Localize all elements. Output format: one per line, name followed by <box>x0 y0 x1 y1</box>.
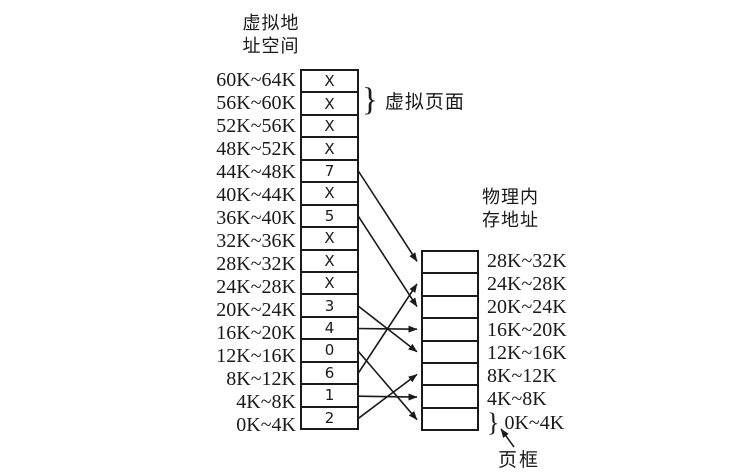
physical-range-label: 24K~28K <box>487 273 567 295</box>
physical-range-row: 8K~12K <box>487 365 607 388</box>
physical-frame-cell <box>423 342 477 364</box>
virtual-range-label: 52K~56K <box>216 115 296 137</box>
virtual-page-annotation: } 虚拟页面 <box>362 82 465 118</box>
physical-range-label: 20K~24K <box>487 296 567 318</box>
virtual-page-cell: X <box>302 251 357 273</box>
virtual-page-cell: X <box>302 183 357 206</box>
page-frame-brace: } <box>487 408 500 437</box>
mapping-arrow-frame-3 <box>357 305 418 353</box>
virtual-range-label: 60K~64K <box>216 69 296 91</box>
virtual-page-cell: X <box>302 116 357 139</box>
virtual-page-cell: 2 <box>324 408 335 427</box>
mapping-arrow-frame-2 <box>357 373 418 420</box>
physical-range-row: }0K~4K <box>487 408 607 437</box>
virtual-title-line1: 虚拟地 <box>242 13 300 33</box>
mapping-arrow-frame-0 <box>357 350 418 421</box>
virtual-range-label: 16K~20K <box>216 322 296 344</box>
physical-title-line1: 物理内 <box>482 187 539 207</box>
virtual-page-cell: 6 <box>302 363 357 386</box>
physical-range-row: 20K~24K <box>487 296 607 319</box>
physical-memory-title: 物理内 存地址 <box>482 186 552 232</box>
virtual-range-label: 48K~52K <box>216 138 296 160</box>
physical-frame-table <box>421 250 479 431</box>
virtual-range-label: 20K~24K <box>216 299 296 321</box>
physical-range-label: 12K~16K <box>487 342 567 364</box>
physical-frame-cell <box>423 319 477 342</box>
virtual-page-cell: X <box>302 93 357 116</box>
mapping-arrow-frame-4 <box>357 325 418 333</box>
virtual-page-cell: X <box>302 273 357 296</box>
virtual-range-label: 24K~28K <box>216 276 296 298</box>
physical-range-label: 8K~12K <box>487 365 557 387</box>
physical-range-label: 16K~20K <box>487 319 567 341</box>
mapping-arrow-frame-7 <box>357 170 418 262</box>
virtual-page-cell: 3 <box>302 295 357 318</box>
virtual-range-label: 40K~44K <box>216 184 296 206</box>
physical-title-line2: 存地址 <box>482 210 539 230</box>
virtual-address-space-title: 虚拟地 址空间 <box>228 12 314 58</box>
virtual-page-label: 虚拟页面 <box>384 91 465 113</box>
physical-range-row: 12K~16K <box>487 342 607 365</box>
virtual-page-cell: 4 <box>302 318 357 341</box>
physical-range-label: 0K~4K <box>504 411 565 434</box>
physical-frame-cell <box>423 409 477 429</box>
virtual-page-cell: X <box>302 228 357 251</box>
virtual-range-label: 56K~60K <box>216 92 296 114</box>
physical-range-row: 16K~20K <box>487 319 607 342</box>
physical-range-label: 28K~32K <box>487 250 567 272</box>
virtual-title-line2: 址空间 <box>242 36 300 56</box>
physical-frame-cell <box>423 274 477 297</box>
physical-frame-cell <box>423 386 477 409</box>
virtual-range-label: 36K~40K <box>216 207 296 229</box>
virtual-range-label: 12K~16K <box>216 345 296 367</box>
physical-frame-cell <box>423 364 477 387</box>
virtual-page-brace: } <box>362 82 378 118</box>
physical-frame-cell <box>423 297 477 320</box>
physical-range-row: 28K~32K <box>487 250 607 273</box>
mapping-arrow-frame-1 <box>357 393 418 401</box>
virtual-page-cell: 7 <box>302 161 357 184</box>
physical-frame-cell <box>423 252 477 275</box>
virtual-page-cell: 1 <box>302 385 357 408</box>
virtual-range-label: 8K~12K <box>226 368 296 390</box>
virtual-page-cell: X <box>302 138 357 161</box>
virtual-range-label: 44K~48K <box>216 161 296 183</box>
mapping-arrow-frame-6 <box>357 283 418 375</box>
physical-range-row: 24K~28K <box>487 273 607 296</box>
physical-range-row: 4K~8K <box>487 388 607 411</box>
physical-range-label: 4K~8K <box>487 388 547 410</box>
virtual-range-label: 28K~32K <box>216 253 296 275</box>
mapping-arrow-frame-5 <box>357 215 418 308</box>
virtual-page-cell: X <box>302 71 357 94</box>
virtual-range-label: 0K~4K <box>236 414 296 436</box>
virtual-page-cell: 5 <box>302 206 357 229</box>
page-frame-label: 页框 <box>498 450 541 471</box>
virtual-page-cell: 0 <box>302 340 357 363</box>
virtual-range-label: 32K~36K <box>216 230 296 252</box>
virtual-range-label: 4K~8K <box>236 391 296 413</box>
